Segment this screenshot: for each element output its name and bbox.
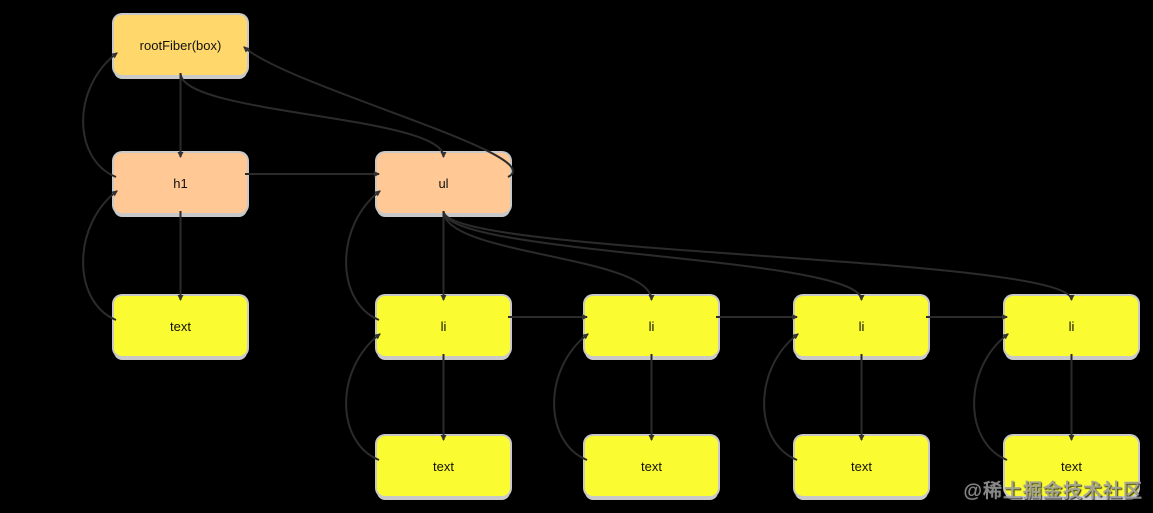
node-text-li-3: text bbox=[795, 436, 928, 496]
node-label: h1 bbox=[173, 175, 188, 191]
node-label: ul bbox=[438, 175, 449, 191]
edge-rootFiber-ul bbox=[179, 72, 447, 158]
edge-li-1-ul bbox=[345, 190, 381, 321]
node-li-3: li bbox=[795, 296, 928, 356]
node-label: li bbox=[858, 318, 865, 334]
node-text-h1: text bbox=[114, 296, 247, 356]
node-text-li-2: text bbox=[585, 436, 718, 496]
edge-ul-li-2 bbox=[442, 210, 655, 301]
node-label: text bbox=[170, 318, 191, 334]
edge-ul-li-3 bbox=[442, 210, 865, 301]
edge-text-li-4-li-4 bbox=[973, 333, 1009, 461]
edge-text-li-2-li-2 bbox=[553, 333, 589, 461]
node-label: li bbox=[1068, 318, 1075, 334]
node-rootFiber: rootFiber(box) bbox=[114, 15, 247, 75]
node-label: text bbox=[851, 458, 872, 474]
node-label: rootFiber(box) bbox=[139, 37, 222, 53]
node-li-4: li bbox=[1005, 296, 1138, 356]
node-label: text bbox=[641, 458, 662, 474]
edge-text-h1-h1 bbox=[82, 190, 118, 321]
edge-ul-li-4 bbox=[442, 210, 1075, 301]
node-label: li bbox=[648, 318, 655, 334]
watermark: @稀土掘金技术社区 bbox=[963, 481, 1143, 502]
node-label: text bbox=[1061, 458, 1082, 474]
node-label: li bbox=[440, 318, 447, 334]
node-text-li-1: text bbox=[377, 436, 510, 496]
edge-h1-rootFiber bbox=[82, 52, 118, 178]
node-li-2: li bbox=[585, 296, 718, 356]
edge-text-li-1-li-1 bbox=[345, 333, 381, 461]
node-h1: h1 bbox=[114, 153, 247, 213]
node-li-1: li bbox=[377, 296, 510, 356]
node-label: text bbox=[433, 458, 454, 474]
node-ul: ul bbox=[377, 153, 510, 213]
edge-text-li-3-li-3 bbox=[763, 333, 799, 461]
node-text-li-4: text bbox=[1005, 436, 1138, 496]
